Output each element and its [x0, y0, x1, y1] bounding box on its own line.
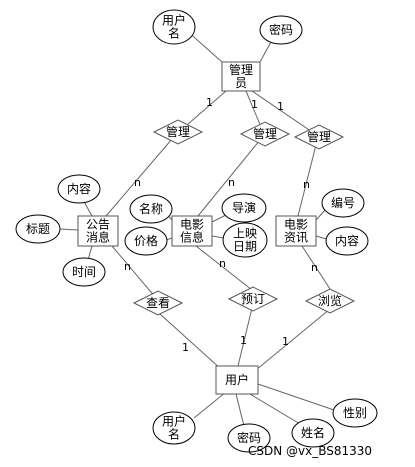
line-rel-browse-user	[255, 308, 331, 371]
entity-user: 用户	[215, 365, 259, 395]
attr-news-number: 编号	[321, 188, 365, 218]
rel-manage-news-label: 管理	[307, 129, 331, 144]
attr-movie-price-label: 价格	[134, 233, 158, 248]
card-user-view: 1	[182, 341, 189, 354]
attr-user-gender: 性别	[332, 398, 378, 428]
attr-movie-director: 导演	[221, 193, 267, 223]
rel-book: 预订	[227, 286, 279, 312]
line-notice-title	[59, 228, 79, 231]
entity-movie-news-label: 电影资讯	[284, 218, 308, 245]
line-user-password	[235, 393, 245, 427]
entity-admin: 管理员	[221, 61, 261, 92]
line-news-number	[315, 208, 327, 221]
attr-news-content: 内容	[325, 226, 369, 256]
card-admin-movie: 1	[251, 98, 258, 111]
attr-notice-content-label: 内容	[67, 181, 91, 196]
line-user-gender	[257, 383, 335, 411]
line-rel-view-user	[159, 313, 223, 371]
attr-movie-price: 价格	[124, 226, 168, 256]
card-user-browse: 1	[282, 335, 289, 348]
entity-notice: 公告消息	[77, 215, 119, 247]
attr-notice-time: 时间	[62, 257, 106, 287]
rel-manage-movie: 管理	[239, 121, 291, 147]
cardinality-labels: 1 n 1 n 1 n n 1 n 1 n 1	[124, 96, 318, 354]
attr-notice-title-label: 标题	[26, 222, 50, 236]
entity-movie-info-label: 电影信息	[180, 218, 204, 245]
rel-manage-notice-label: 管理	[166, 124, 190, 139]
line-notice-time	[87, 245, 93, 261]
attr-admin-password-label: 密码	[269, 22, 293, 37]
entity-movie-info: 电影信息	[171, 215, 213, 247]
card-movie-book: n	[219, 257, 226, 270]
attr-news-content-label: 内容	[335, 233, 359, 248]
entity-user-label: 用户	[225, 372, 249, 387]
rel-browse: 浏览	[304, 288, 356, 314]
entity-movie-news: 电影资讯	[275, 215, 317, 247]
attr-admin-password: 密码	[259, 15, 303, 45]
rel-manage-news: 管理	[293, 124, 345, 150]
attr-user-password-label: 密码	[237, 430, 261, 445]
line-admin-rel-news	[251, 90, 319, 137]
line-movie-rel-book	[195, 245, 253, 291]
line-rel-notice-notice	[105, 131, 179, 217]
line-notice-rel-view	[111, 245, 157, 299]
attr-admin-username: 用户名	[152, 9, 196, 45]
attr-user-password: 密码	[227, 423, 271, 453]
card-news-browse: n	[311, 261, 318, 274]
card-user-book: 1	[240, 334, 247, 347]
attr-notice-content: 内容	[57, 174, 101, 204]
attr-user-name-label: 姓名	[301, 425, 325, 440]
card-admin-news: 1	[277, 100, 284, 113]
watermark: CSDN @vx_BS81330	[248, 444, 372, 458]
attr-user-username: 用户名	[152, 411, 196, 445]
attr-movie-release-date: 上映日期	[222, 222, 268, 258]
rel-manage-notice: 管理	[152, 119, 204, 145]
attr-user-username-label: 用户名	[162, 414, 186, 442]
card-admin-notice: 1	[206, 96, 213, 109]
line-rel-book-user	[237, 307, 253, 367]
line-user-username	[193, 391, 227, 419]
attr-user-gender-label: 性别	[343, 406, 367, 420]
line-rel-movie-movie	[197, 134, 265, 217]
attr-movie-director-label: 导演	[232, 200, 256, 215]
card-notice-view: n	[124, 260, 131, 273]
rel-view: 查看	[132, 290, 184, 316]
attr-movie-release-date-label: 上映日期	[233, 227, 257, 254]
card-news-n: n	[303, 178, 310, 191]
rel-browse-label: 浏览	[318, 293, 342, 308]
rel-book-label: 预订	[241, 292, 265, 306]
line-user-name	[249, 393, 301, 425]
line-movie-release	[211, 235, 225, 239]
rel-view-label: 查看	[146, 296, 170, 310]
attr-notice-title: 标题	[15, 214, 61, 244]
attr-admin-username-label: 用户名	[162, 13, 186, 41]
attr-news-number-label: 编号	[331, 195, 355, 210]
line-news-rel-browse	[301, 245, 333, 293]
card-movie-n: n	[228, 176, 235, 189]
line-rel-news-news	[297, 136, 319, 217]
entity-notice-label: 公告消息	[86, 218, 110, 245]
attr-movie-name-label: 名称	[139, 201, 163, 216]
card-notice-n: n	[134, 176, 141, 189]
entity-admin-label: 管理员	[229, 62, 253, 90]
attr-notice-time-label: 时间	[72, 265, 96, 279]
attr-user-name: 姓名	[291, 418, 335, 448]
rel-manage-movie-label: 管理	[253, 126, 277, 141]
attr-movie-name: 名称	[129, 194, 173, 224]
